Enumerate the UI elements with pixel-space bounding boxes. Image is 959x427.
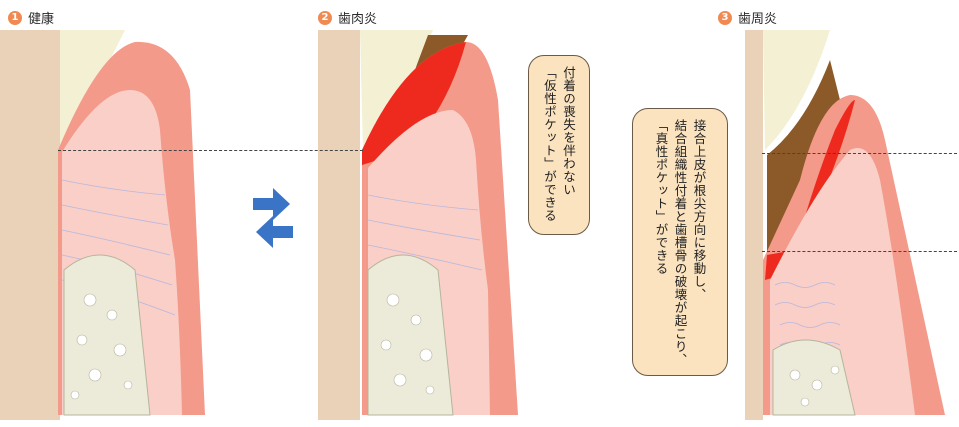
periodontitis-tooth-illustration bbox=[745, 30, 945, 420]
healthy-attachment-reference-line bbox=[58, 150, 363, 151]
gingivitis-callout: 付着の喪失を伴わない 「仮性ポケット」ができる bbox=[528, 55, 590, 235]
connective-fibers bbox=[367, 194, 483, 271]
tooth-crown bbox=[763, 30, 830, 150]
bone-pores bbox=[70, 293, 133, 400]
inflammation bbox=[765, 100, 855, 280]
periodontitis-callout-text: 接合上皮が根尖方向に移動し、 結合組織性付着と歯槽骨の破壊が起こり、 「真性ポケ… bbox=[653, 119, 707, 366]
bone-pores bbox=[789, 365, 840, 407]
gingivitis-callout-text: 付着の喪失を伴わない 「仮性ポケット」ができる bbox=[542, 66, 576, 222]
panel-title: 健康 bbox=[28, 12, 55, 27]
alveolar-bone bbox=[63, 254, 151, 416]
panel-title: 歯肉炎 bbox=[338, 12, 378, 27]
panel-label-periodontitis: 3 歯周炎 bbox=[718, 8, 777, 27]
panel-number-badge: 2 bbox=[318, 10, 332, 25]
panel-label-gingivitis: 2 歯肉炎 bbox=[318, 8, 377, 27]
plaque bbox=[767, 60, 840, 255]
panel-title: 歯周炎 bbox=[738, 12, 778, 27]
panel-number-badge: 3 bbox=[718, 10, 732, 25]
gum-margin-reference-line bbox=[762, 153, 957, 154]
panel-number-badge: 1 bbox=[8, 10, 22, 25]
bone-pores bbox=[380, 293, 435, 395]
root-surface bbox=[318, 30, 360, 420]
root-surface bbox=[0, 30, 60, 420]
panel-label-healthy: 1 健康 bbox=[8, 8, 54, 27]
alveolar-bone bbox=[772, 339, 856, 416]
transition-arrows-icon bbox=[253, 188, 293, 248]
periodontitis-callout: 接合上皮が根尖方向に移動し、 結合組織性付着と歯槽骨の破壊が起こり、 「真性ポケ… bbox=[632, 108, 728, 376]
attachment-level-reference-line bbox=[762, 251, 957, 252]
healthy-tooth-illustration bbox=[0, 30, 205, 420]
root-surface bbox=[745, 30, 763, 420]
gingivitis-tooth-illustration bbox=[318, 30, 518, 420]
inflammation bbox=[362, 42, 466, 165]
